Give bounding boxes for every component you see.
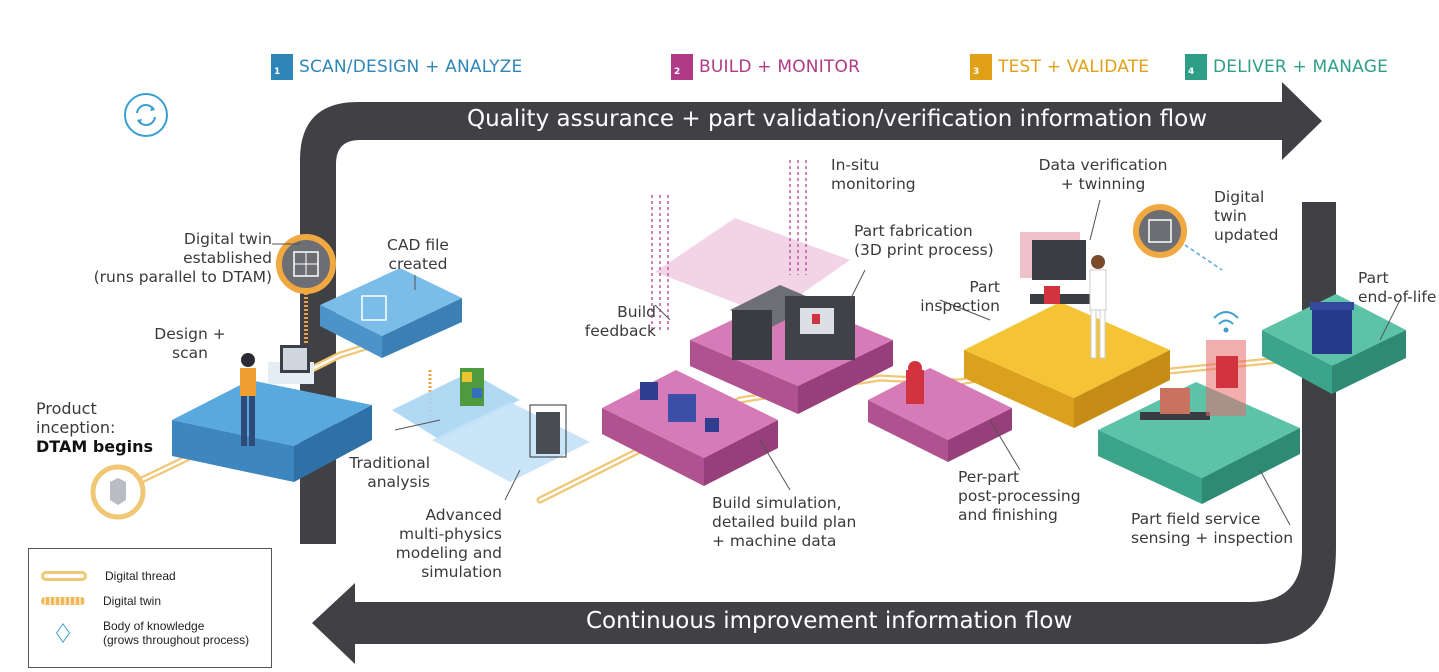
bottom-flow-label: Continuous improvement information flow bbox=[586, 608, 1073, 634]
traditional-analysis-label: Traditional analysis bbox=[349, 454, 430, 491]
phase-scan-design: 1 SCAN/DESIGN + ANALYZE bbox=[271, 54, 522, 80]
phase-label: BUILD + MONITOR bbox=[699, 57, 861, 77]
legend-digital-twin: Digital twin bbox=[41, 594, 161, 608]
build-simulation-platform bbox=[602, 370, 778, 486]
field-service-label: Part field service sensing + inspection bbox=[1131, 510, 1294, 547]
digital-twin-updated-node bbox=[1133, 204, 1223, 271]
leader-lines bbox=[272, 199, 1401, 526]
legend-body-of-knowledge: Body of knowledge (grows throughout proc… bbox=[41, 619, 249, 647]
phase-1-cube-icon: 1 bbox=[271, 54, 293, 80]
part-fabrication-platform bbox=[690, 285, 893, 414]
digital-twin-swatch bbox=[41, 597, 85, 605]
analysis-platforms bbox=[392, 368, 590, 482]
digital-thread-swatch bbox=[41, 571, 87, 581]
end-of-life-platform bbox=[1262, 294, 1406, 394]
legend-digital-thread: Digital thread bbox=[41, 569, 176, 583]
refresh-icon bbox=[124, 93, 168, 137]
phase-test-validate: 3 TEST + VALIDATE bbox=[970, 54, 1149, 80]
field-service-platform bbox=[1098, 311, 1300, 504]
post-processing-platform bbox=[868, 361, 1012, 462]
phase-label: TEST + VALIDATE bbox=[998, 57, 1150, 77]
phase-label: DELIVER + MANAGE bbox=[1213, 57, 1389, 77]
phase-deliver-manage: 4 DELIVER + MANAGE bbox=[1185, 54, 1388, 80]
top-flow-label: Quality assurance + part validation/veri… bbox=[467, 106, 1208, 132]
cad-platform bbox=[320, 268, 462, 358]
product-inception-label: Product inception: DTAM begins bbox=[36, 399, 153, 456]
data-verification-label: Data verification + twinning bbox=[1038, 156, 1168, 193]
phase-4-cube-icon: 4 bbox=[1185, 54, 1207, 80]
design-scan-platform bbox=[172, 345, 372, 482]
in-situ-monitoring-label: In-situ monitoring bbox=[831, 156, 916, 193]
phase-3-cube-icon: 3 bbox=[970, 54, 992, 80]
part-inspection-label: Part inspection bbox=[920, 278, 1000, 315]
advanced-simulation-label: Advanced multi-physics modeling and simu… bbox=[395, 506, 502, 581]
body-of-knowledge-icon bbox=[41, 623, 85, 643]
legend: Digital thread Digital twin Body of know… bbox=[28, 548, 272, 668]
in-situ-monitoring-plane bbox=[651, 160, 850, 330]
digital-twin-established-label: Digital twin established (runs parallel … bbox=[93, 230, 272, 286]
part-fabrication-label: Part fabrication (3D print process) bbox=[854, 222, 994, 259]
phase-2-cube-icon: 2 bbox=[671, 54, 693, 80]
cad-file-label: CAD file created bbox=[387, 236, 449, 273]
bottom-flow-arrow bbox=[312, 202, 1336, 664]
design-scan-label: Design + scan bbox=[154, 325, 226, 362]
phase-label: SCAN/DESIGN + ANALYZE bbox=[299, 57, 523, 77]
build-simulation-label: Build simulation, detailed build plan + … bbox=[712, 494, 857, 550]
top-flow-arrow bbox=[300, 82, 1322, 544]
product-inception-node bbox=[90, 464, 146, 520]
post-processing-label: Per-part post-processing and finishing bbox=[958, 468, 1081, 524]
test-validate-platform bbox=[964, 232, 1170, 428]
digital-twin-established-node bbox=[276, 234, 336, 294]
build-feedback-label: Build feedback bbox=[584, 303, 656, 340]
phase-build-monitor: 2 BUILD + MONITOR bbox=[671, 54, 860, 80]
digital-twin-updated-label: Digital twin updated bbox=[1214, 188, 1279, 244]
part-end-of-life-label: Part end-of-life bbox=[1358, 269, 1437, 306]
